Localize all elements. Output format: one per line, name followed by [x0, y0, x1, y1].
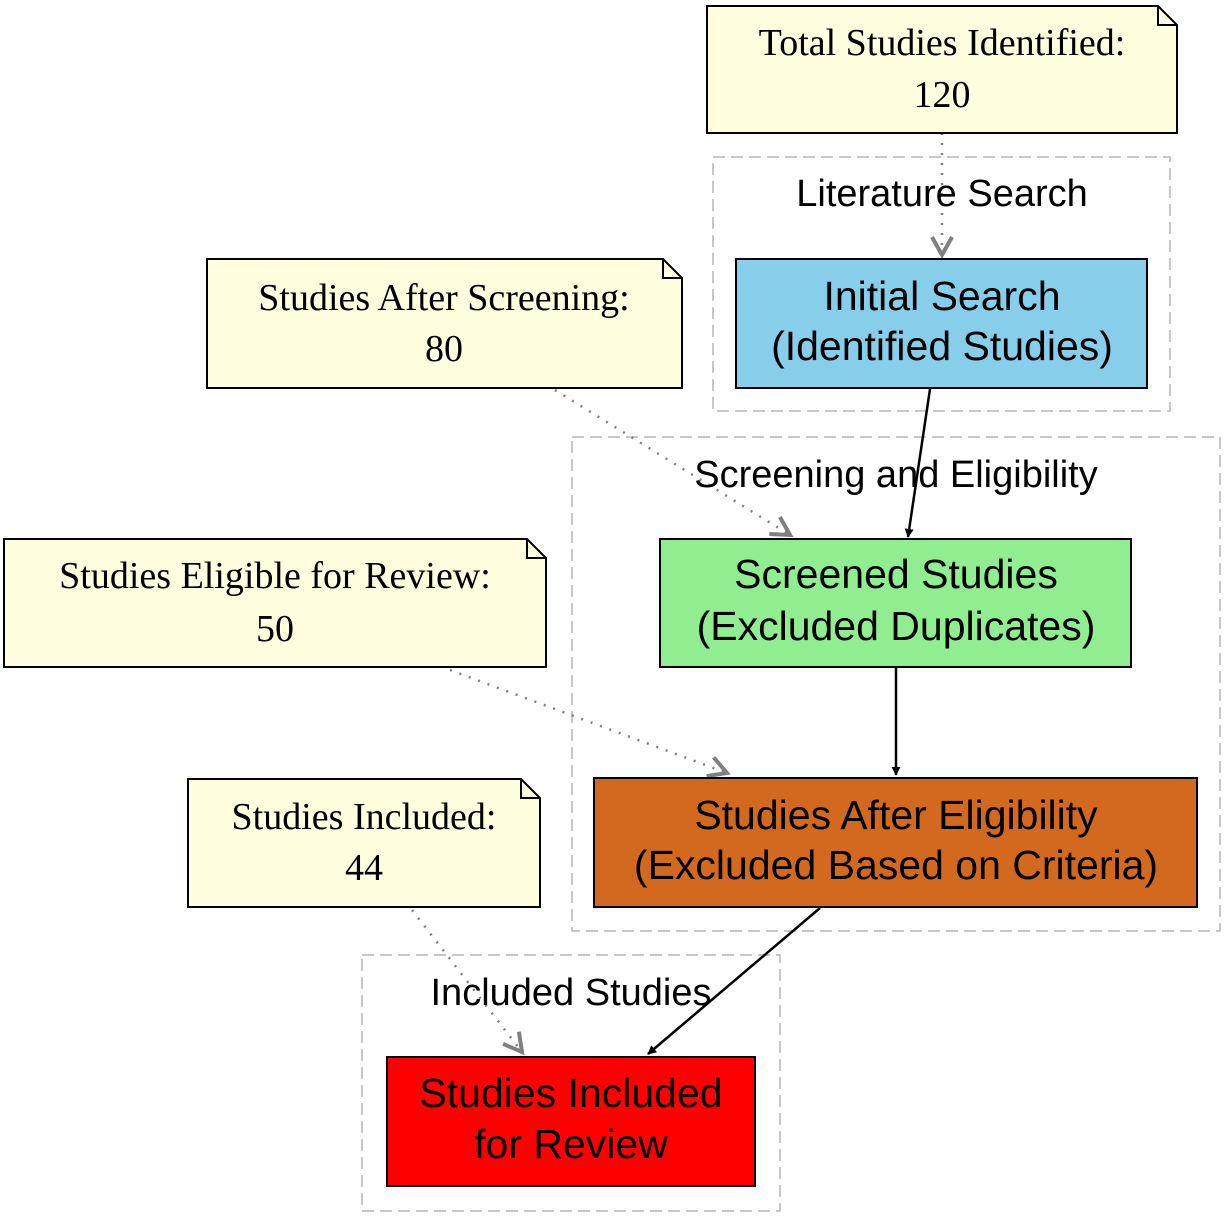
cluster-screening-eligibility — [571, 436, 1221, 932]
cluster-literature-search — [712, 156, 1171, 412]
note-total-value: 120 — [914, 74, 971, 116]
node-eligibility-line1: Studies After Eligibility — [694, 792, 1098, 838]
node-screened-studies: Screened Studies (Excluded Duplicates) — [659, 538, 1132, 668]
cluster-label-literature: Literature Search — [796, 173, 1088, 215]
note-after-screening-label: Studies After Screening: — [258, 277, 629, 319]
node-included-review: Studies Included for Review — [386, 1056, 756, 1187]
note-eligible-label: Studies Eligible for Review: — [59, 555, 491, 597]
edge-after-screening-to-screened — [554, 388, 790, 535]
node-review-box — [386, 1056, 756, 1187]
note-eligible-value: 50 — [256, 608, 294, 650]
note-eligible-review: Studies Eligible for Review: 50 — [3, 538, 547, 668]
note-after-screening: Studies After Screening: 80 — [206, 258, 683, 389]
node-screened-line1: Screened Studies — [734, 551, 1058, 597]
node-eligibility-box — [593, 777, 1198, 908]
node-review-line1: Studies Included — [419, 1070, 722, 1116]
cluster-label-included: Included Studies — [431, 972, 712, 1014]
edge-eligibility-to-review — [647, 907, 821, 1055]
note-total-label: Total Studies Identified: — [759, 22, 1126, 64]
edge-eligible-to-eligibility — [449, 668, 727, 773]
note-after-screening-value: 80 — [425, 328, 463, 370]
edge-initial-to-screened — [904, 388, 932, 538]
node-initial-search: Initial Search (Identified Studies) — [735, 258, 1148, 389]
node-initial-line2: (Identified Studies) — [771, 323, 1113, 369]
node-screened-box — [659, 538, 1132, 668]
node-eligibility-line2: (Excluded Based on Criteria) — [634, 842, 1158, 888]
note-studies-included: Studies Included: 44 — [187, 778, 541, 908]
node-initial-box — [735, 258, 1148, 389]
node-screened-line2: (Excluded Duplicates) — [697, 603, 1096, 649]
note-included-value: 44 — [345, 847, 383, 889]
cluster-included-studies — [361, 954, 781, 1212]
node-initial-line1: Initial Search — [823, 273, 1060, 319]
note-total-studies: Total Studies Identified: 120 — [706, 5, 1178, 134]
node-review-line2: for Review — [474, 1121, 668, 1167]
note-included-label: Studies Included: — [232, 796, 497, 838]
cluster-label-screening: Screening and Eligibility — [694, 454, 1097, 496]
node-after-eligibility: Studies After Eligibility (Excluded Base… — [593, 777, 1198, 908]
